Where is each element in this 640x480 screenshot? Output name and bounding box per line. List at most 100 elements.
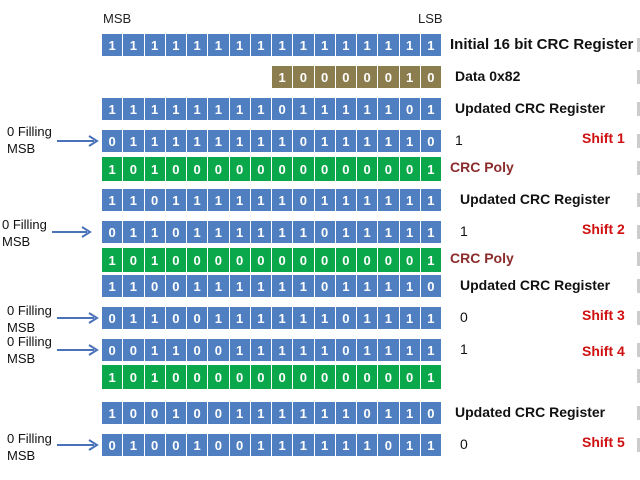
bit-cell: 1 bbox=[123, 189, 144, 211]
bit-cell: 0 bbox=[208, 365, 229, 389]
bit-cell: 1 bbox=[165, 98, 186, 120]
bit-cell: 1 bbox=[314, 98, 335, 120]
bit-cell: 1 bbox=[229, 339, 250, 361]
bit-cell: 1 bbox=[144, 365, 165, 389]
bit-cell: 1 bbox=[144, 221, 165, 243]
bit-cell: 0 bbox=[293, 130, 314, 152]
bit-cell: 1 bbox=[357, 307, 378, 329]
bit-cell: 1 bbox=[314, 434, 335, 456]
bit-cell: 0 bbox=[208, 339, 229, 361]
shift-label: Shift 5 bbox=[582, 434, 625, 450]
bit-cell: 1 bbox=[165, 130, 186, 152]
bit-cell: 1 bbox=[378, 34, 399, 56]
bit-cell: 1 bbox=[357, 130, 378, 152]
bit-cell: 1 bbox=[357, 34, 378, 56]
bit-cell: 1 bbox=[144, 339, 165, 361]
arrow-right-icon bbox=[57, 439, 99, 451]
bit-cell: 0 bbox=[102, 307, 123, 329]
shift-label: Shift 1 bbox=[582, 130, 625, 146]
bit-cell: 1 bbox=[123, 130, 144, 152]
bit-cell: 0 bbox=[250, 365, 271, 389]
slide-edge bbox=[637, 134, 640, 148]
bit-cell: 1 bbox=[357, 339, 378, 361]
bit-cell: 0 bbox=[102, 130, 123, 152]
bit-cell: 1 bbox=[335, 98, 356, 120]
bit-cell: 1 bbox=[420, 339, 441, 361]
bit-cell: 1 bbox=[420, 189, 441, 211]
bit-cell: 1 bbox=[208, 307, 229, 329]
bit-cell: 1 bbox=[144, 248, 165, 272]
bit-cell: 1 bbox=[293, 434, 314, 456]
shifted-out-bit: 0 bbox=[460, 436, 468, 452]
bit-cell: 1 bbox=[399, 34, 420, 56]
bit-cell: 0 bbox=[250, 157, 271, 181]
bit-cell: 1 bbox=[335, 189, 356, 211]
shifted-out-bit: 1 bbox=[460, 223, 468, 239]
bit-cell: 1 bbox=[144, 34, 165, 56]
bit-cell: 1 bbox=[399, 221, 420, 243]
row-label: Updated CRC Register bbox=[460, 277, 611, 293]
bit-cell: 0 bbox=[378, 157, 399, 181]
bit-cell: 1 bbox=[399, 275, 420, 297]
bit-cell: 1 bbox=[187, 130, 208, 152]
bit-cell: 1 bbox=[420, 365, 441, 389]
bit-cell: 1 bbox=[229, 98, 250, 120]
arrow-right-icon bbox=[52, 226, 92, 238]
bit-cell: 0 bbox=[165, 365, 186, 389]
slide-edge bbox=[637, 311, 640, 325]
bit-cell: 0 bbox=[187, 248, 208, 272]
bit-cell: 1 bbox=[123, 34, 144, 56]
bit-cell: 1 bbox=[420, 434, 441, 456]
bit-cell: 1 bbox=[314, 130, 335, 152]
bit-cell: 1 bbox=[293, 98, 314, 120]
bit-cell: 1 bbox=[335, 402, 356, 424]
bit-cell: 0 bbox=[187, 339, 208, 361]
bit-cell: 0 bbox=[357, 402, 378, 424]
bit-cell: 1 bbox=[229, 275, 250, 297]
bit-cell: 1 bbox=[229, 307, 250, 329]
bit-cell: 1 bbox=[229, 34, 250, 56]
slide-edge bbox=[637, 406, 640, 420]
bit-cell: 0 bbox=[229, 157, 250, 181]
bit-cell: 1 bbox=[399, 130, 420, 152]
lsb-header: LSB bbox=[418, 11, 443, 26]
bit-cell: 1 bbox=[208, 189, 229, 211]
bit-cell: 1 bbox=[335, 221, 356, 243]
bit-cell: 1 bbox=[399, 434, 420, 456]
bit-cell: 1 bbox=[272, 130, 293, 152]
bit-cell: 0 bbox=[399, 98, 420, 120]
arrow-right-icon bbox=[57, 312, 99, 324]
bit-cell: 1 bbox=[357, 434, 378, 456]
bit-cell: 1 bbox=[335, 434, 356, 456]
bit-cell: 1 bbox=[314, 189, 335, 211]
bit-cell: 1 bbox=[208, 221, 229, 243]
bit-cell: 0 bbox=[314, 248, 335, 272]
bit-cell: 0 bbox=[420, 275, 441, 297]
bit-cell: 0 bbox=[357, 157, 378, 181]
bit-cell: 1 bbox=[102, 157, 123, 181]
zero-filling-msb-label: 0 Filling MSB bbox=[7, 334, 52, 366]
bit-cell: 1 bbox=[314, 307, 335, 329]
bit-cell: 0 bbox=[335, 365, 356, 389]
bit-cell: 1 bbox=[208, 34, 229, 56]
bit-cell: 1 bbox=[357, 275, 378, 297]
bit-cell: 1 bbox=[420, 98, 441, 120]
bit-cell: 1 bbox=[144, 130, 165, 152]
msb-header: MSB bbox=[103, 11, 132, 26]
bit-cell: 1 bbox=[229, 130, 250, 152]
bit-cell: 0 bbox=[378, 434, 399, 456]
bit-cell: 1 bbox=[399, 307, 420, 329]
bit-cell: 0 bbox=[335, 307, 356, 329]
bit-cell: 1 bbox=[272, 189, 293, 211]
bit-cell: 0 bbox=[123, 157, 144, 181]
shifted-out-bit: 0 bbox=[460, 309, 468, 325]
crc-poly-label: CRC Poly bbox=[450, 250, 514, 266]
bit-cell: 1 bbox=[123, 221, 144, 243]
